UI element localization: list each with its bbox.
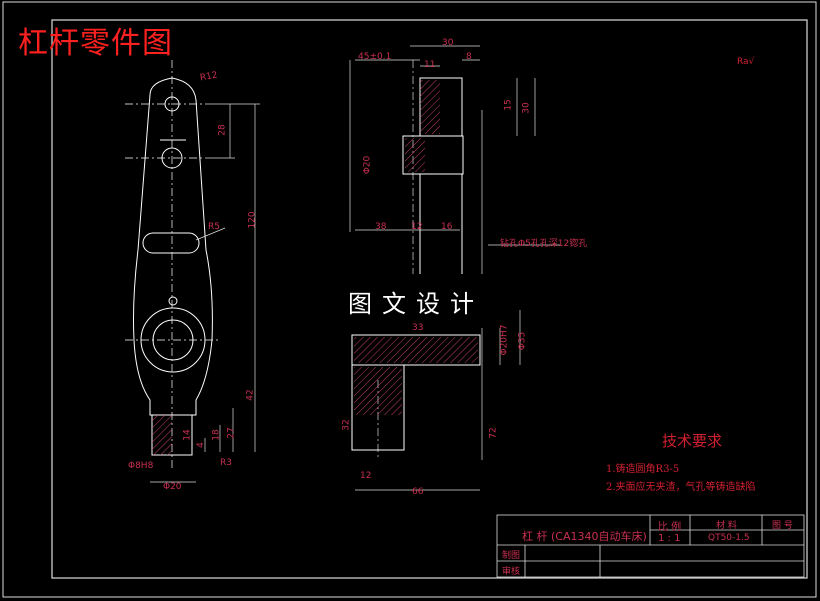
title-block-grid: [496, 514, 805, 578]
design-banner: 图文设计: [330, 274, 502, 328]
dim-30-side: 30: [521, 102, 532, 114]
dim-12: 12: [411, 222, 423, 232]
dim-28: 28: [217, 124, 228, 136]
dim-phi20-side: Φ20: [362, 155, 373, 175]
dim-18: 18: [211, 429, 222, 441]
dim-11: 11: [424, 60, 436, 70]
checked-label: 审核: [502, 567, 521, 577]
dim-32: 32: [341, 419, 352, 431]
drawn-label: 制图: [502, 551, 521, 561]
scale-value: 1 : 1: [658, 533, 681, 544]
note-hole: 钻孔Φ5孔孔深12锪孔: [500, 239, 588, 249]
dim-66: 66: [412, 487, 424, 497]
dim-16: 16: [441, 222, 453, 232]
side-hatch-leg: [354, 367, 402, 415]
dim-8: 8: [466, 52, 472, 62]
dim-33: 33: [412, 323, 424, 333]
dim-12-bottom: 12: [360, 471, 372, 481]
dim-15: 15: [503, 99, 514, 111]
dim-phi8h8: Φ8H8: [128, 461, 154, 471]
side-hatch-top: [420, 80, 440, 134]
dim-27: 27: [226, 427, 237, 439]
material-value: QT50-1.5: [708, 533, 750, 543]
front-hatch: [152, 415, 172, 455]
scale-label: 比 例: [658, 522, 682, 533]
dim-4: 4: [195, 442, 206, 448]
material-label: 材 料: [716, 521, 737, 531]
requirement-1: 1.铸造圆角R3-5: [606, 464, 680, 475]
dim-phi20h7: Φ20H7: [499, 324, 510, 356]
side-hatch-mid: [405, 138, 425, 172]
side-view: [351, 60, 481, 460]
dim-phi35: Φ35: [517, 331, 528, 351]
dim-r3: R3: [220, 458, 232, 468]
dim-45: 45±0.1: [358, 52, 392, 62]
inner-border: [51, 19, 808, 579]
requirements-title: 技术要求: [662, 432, 723, 450]
front-view: [125, 60, 220, 470]
dim-72: 72: [488, 427, 499, 439]
dim-phi20: Φ20: [163, 482, 182, 492]
dim-30-top: 30: [442, 38, 454, 48]
dim-r5: R5: [208, 222, 220, 232]
title-overlay: 杠杆零件图: [18, 26, 173, 61]
dim-14: 14: [182, 429, 193, 441]
front-dim-lines: [150, 103, 260, 483]
dim-120: 120: [247, 211, 258, 229]
drawing-no-label: 图 号: [772, 521, 793, 531]
part-name: 杠 杆 (CA1340自动车床): [522, 530, 647, 543]
dim-38: 38: [375, 222, 387, 232]
dim-42: 42: [245, 389, 256, 401]
requirement-2: 2.夹面应无夹渣，气孔等铸造缺陷: [606, 482, 756, 493]
side-hatch-bottom: [354, 337, 478, 363]
roughness-symbol: Ra√: [737, 57, 755, 67]
